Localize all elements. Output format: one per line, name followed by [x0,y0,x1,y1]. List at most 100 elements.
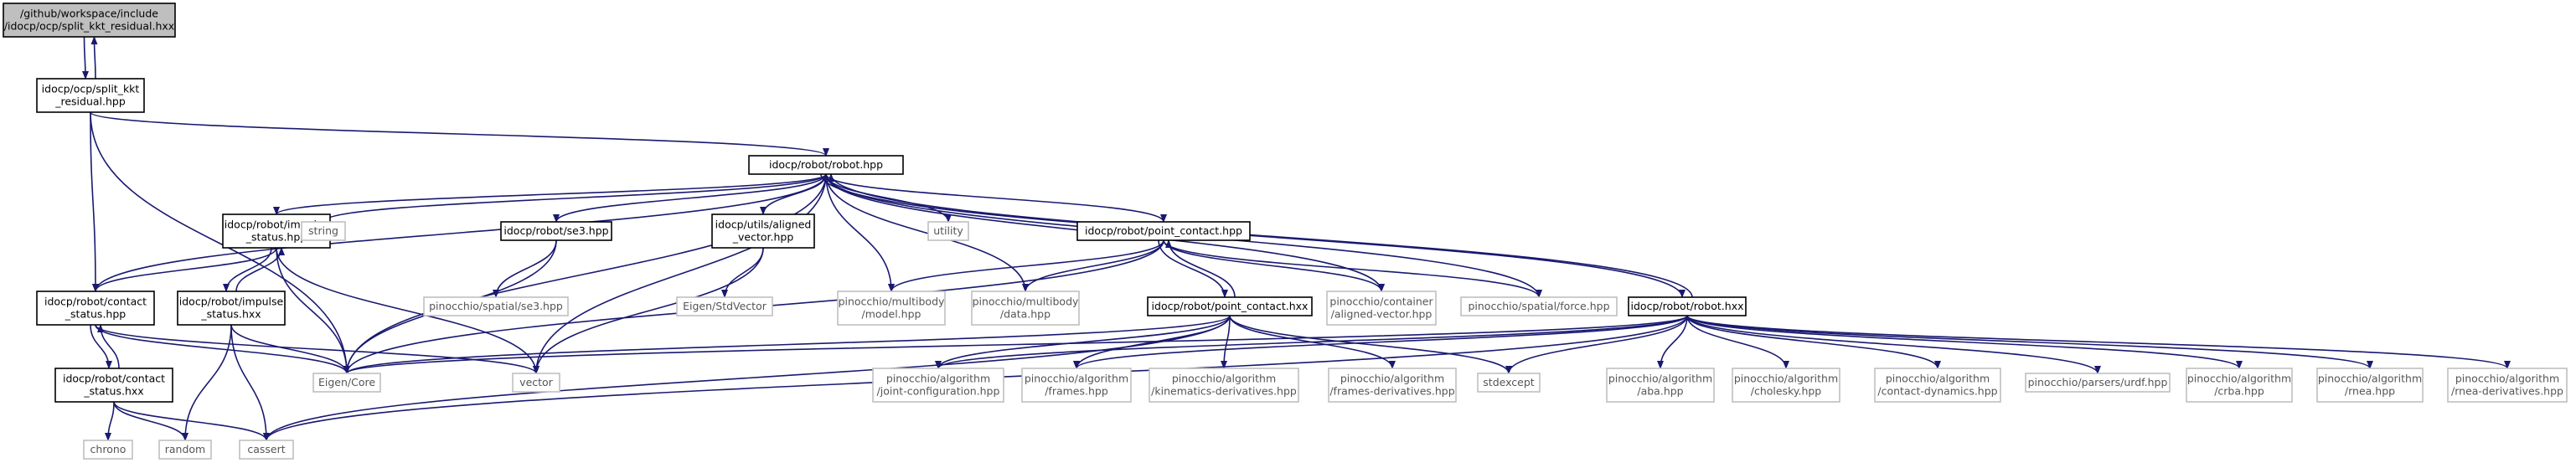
include-edge [343,315,1688,374]
node-box [423,296,569,316]
node-label: /contact-dynamics.hpp [1877,385,1997,398]
node-label: /rnea-derivatives.hpp [2451,385,2563,398]
include-edge [1163,239,1542,298]
node-label: /crba.hpp [2214,385,2264,398]
node-label: /github/workspace/include [20,8,158,20]
node-label: utility [933,224,963,237]
node-impulse-status-hxx[interactable]: idocp/robot/impulse_status.hxx [177,291,286,326]
node-random: random [158,440,212,460]
node-contact-status-hpp[interactable]: idocp/robot/contact_status.hpp [36,291,155,326]
node-label: idocp/utils/aligned [715,219,812,231]
node-label: pinocchio/parsers/urdf.hpp [2028,376,2168,388]
node-box [2316,368,2424,403]
node-box [872,368,1004,403]
node-point-contact-hpp[interactable]: idocp/robot/point_contact.hpp [1076,221,1251,241]
node-box [1021,368,1132,403]
node-label: /model.hpp [862,308,921,321]
node-alg-frames-deriv: pinocchio/algorithm/frames-derivatives.h… [1328,368,1457,403]
node-se3-hpp[interactable]: idocp/robot/se3.hpp [500,221,612,241]
node-box [1326,291,1437,326]
node-box [177,291,286,326]
include-edge [1022,239,1164,292]
node-alg-cholesky: pinocchio/algorithm/cholesky.hpp [1732,368,1840,403]
include-edge [493,239,557,298]
include-edge [1165,239,1236,298]
node-robot-hxx[interactable]: idocp/robot/robot.hxx [1628,296,1747,316]
node-label: idocp/robot/point_contact.hxx [1152,300,1309,312]
include-edge [1686,315,2373,369]
node-box [1460,296,1618,316]
node-vector: vector [512,373,560,393]
node-label: /data.hpp [1000,308,1051,321]
include-edge [553,173,827,223]
include-edge [343,315,1231,374]
include-edge [90,324,112,369]
node-container-aligned: pinocchio/container/aligned-vector.hpp [1326,291,1437,326]
include-edge [230,324,270,441]
node-utility: utility [927,221,969,241]
include-edge [1686,315,2511,369]
node-label: stdexcept [1483,376,1534,388]
include-edge [81,36,89,80]
node-label: Eigen/StdVector [683,300,767,312]
node-alg-contact-dyn: pinocchio/algorithm/contact-dynamics.hpp [1874,368,2001,403]
include-edge [1657,315,1688,369]
include-edge [90,111,350,374]
node-cassert: cassert [239,440,294,460]
node-box [1606,368,1715,403]
node-label: /joint-configuration.hpp [877,385,1000,398]
include-edge [343,173,827,374]
include-edge [1221,315,1231,369]
node-box [1147,296,1313,316]
node-root[interactable]: /github/workspace/include/idocp/ocp/spli… [3,3,176,38]
node-label: pinocchio/algorithm [1340,373,1444,385]
node-point-contact-hxx[interactable]: idocp/robot/point_contact.hxx [1147,296,1313,316]
node-label: /aba.hpp [1637,385,1683,398]
node-label: /cholesky.hpp [1751,385,1822,398]
include-edge [105,401,115,441]
node-label: pinocchio/spatial/force.hpp [1468,300,1609,312]
include-edge [1229,315,1512,374]
include-edge [113,401,270,441]
node-robot-hpp[interactable]: idocp/robot/robot.hpp [748,155,904,175]
include-edge [90,111,99,292]
node-alg-rnea-deriv: pinocchio/algorithm/rnea-derivatives.hpp [2447,368,2568,403]
node-label: _vector.hpp [732,231,794,244]
node-label: pinocchio/algorithm [1025,373,1128,385]
node-string: string [301,221,346,241]
include-edge [825,173,952,223]
node-label: /idocp/ocp/split_kkt_residual.hxx [4,20,174,33]
node-label: pinocchio/algorithm [2318,373,2422,385]
node-label: pinocchio/multibody [973,296,1079,308]
node-label: pinocchio/algorithm [2455,373,2559,385]
node-stdexcept: stdexcept [1477,373,1541,393]
node-label: random [165,443,205,455]
include-edge [1505,315,1688,374]
node-box [1874,368,2001,403]
node-box [301,221,346,241]
include-edge [92,247,277,292]
node-split-kkt-hpp[interactable]: idocp/ocp/split_kkt_residual.hpp [36,78,145,113]
node-label: /rnea.hpp [2345,385,2395,398]
node-contact-status-hxx[interactable]: idocp/robot/contact_status.hxx [54,368,173,403]
include-edge [90,36,98,80]
node-box [500,221,612,241]
include-edge [92,173,827,292]
node-alg-frames: pinocchio/algorithm/frames.hpp [1021,368,1132,403]
node-box [1328,368,1457,403]
node-label: _status.hxx [200,308,261,321]
node-label: /frames.hpp [1045,385,1108,398]
dependency-nodes: /github/workspace/include/idocp/ocp/spli… [3,3,2568,460]
node-label: idocp/robot/contact [63,373,165,385]
include-edge [263,315,1231,441]
include-edge [820,173,1685,298]
node-chrono: chrono [83,440,133,460]
include-edge [828,173,1693,298]
node-eigen-stdvector: Eigen/StdVector [676,296,773,316]
node-box [1628,296,1747,316]
node-aligned-vector-hpp[interactable]: idocp/utils/aligned_vector.hpp [711,213,815,249]
node-label: _residual.hpp [54,95,126,108]
node-box [83,440,133,460]
node-box [2447,368,2568,403]
